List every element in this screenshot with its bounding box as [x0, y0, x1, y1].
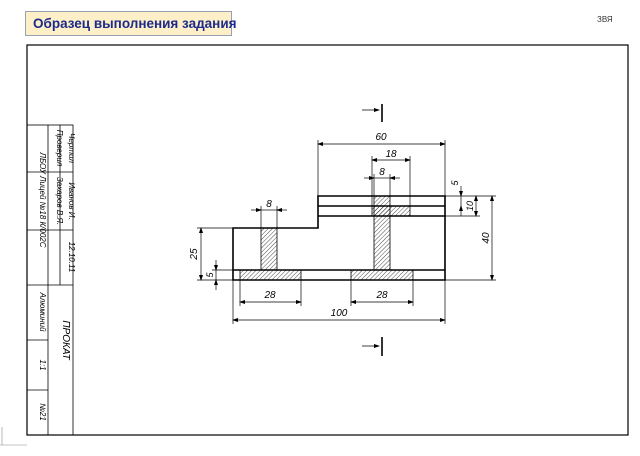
date-text: 12.10.11 — [67, 242, 76, 273]
dim-rib-right: 8 — [379, 167, 385, 178]
dim-rib-left: 8 — [266, 199, 272, 210]
dim-total-height: 40 — [481, 232, 492, 244]
group-text: ЛБОУ Лицей №18 К/002С — [38, 151, 47, 247]
dimension-lines — [197, 140, 496, 324]
drawing-title-text: ПРОКАТ — [60, 320, 71, 360]
name-checked: Захаров В.Я. — [55, 177, 64, 225]
sheet-no-text: №21 — [38, 403, 47, 421]
corner-code: ЗВЯ — [597, 15, 613, 24]
dim-flange-left: 28 — [263, 290, 276, 301]
dim-left-height: 25 — [189, 248, 200, 261]
scale-text: 1:1 — [38, 359, 47, 370]
title-block — [26, 124, 74, 436]
role-drawn: Чертил — [67, 133, 76, 163]
dim-flange-width-top: 18 — [385, 149, 397, 160]
slide-title: Образец выполнения задания — [25, 11, 237, 36]
dim-top-width: 60 — [375, 132, 387, 143]
dim-overall-width: 100 — [331, 308, 348, 319]
role-checked: Проверил — [55, 130, 64, 167]
dim-bottom-thickness: 5 — [205, 272, 215, 278]
dim-top-thickness: 5 — [450, 180, 460, 186]
dim-flange-right: 28 — [375, 290, 388, 301]
dim-top-flange-height: 10 — [465, 201, 475, 211]
material-text: Алюминий — [38, 291, 47, 332]
hatched-sections — [239, 195, 414, 281]
drawing-frame — [26, 44, 629, 436]
name-drawn: Иванов И. — [67, 182, 76, 219]
